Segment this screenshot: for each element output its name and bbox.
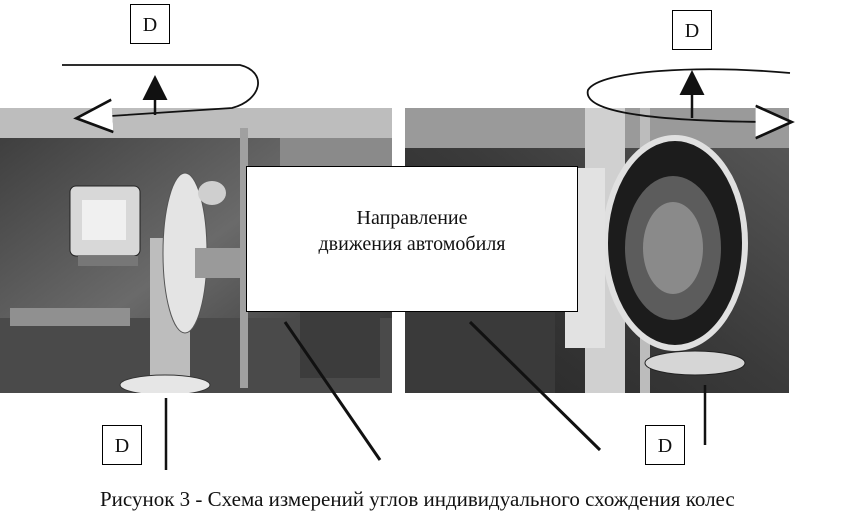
rotation-arrow-left xyxy=(62,64,259,118)
rotation-arrow-right xyxy=(586,68,790,122)
marker-d-top-left: D xyxy=(130,4,170,44)
direction-label-box: Направление движения автомобиля xyxy=(246,166,578,312)
figure-caption: Рисунок 3 - Схема измерений углов индиви… xyxy=(100,487,735,511)
direction-label-line1: Направление xyxy=(356,207,468,229)
direction-label-line2: движения автомобиля xyxy=(318,233,506,255)
marker-d-bottom-right: D xyxy=(645,425,685,465)
pointer-line-diagonal-right xyxy=(468,320,602,452)
marker-d-top-right: D xyxy=(672,10,712,50)
photo-right-wheel-disc xyxy=(405,108,789,393)
marker-d-bottom-left: D xyxy=(102,425,142,465)
pointer-line-diagonal-left xyxy=(283,321,382,461)
